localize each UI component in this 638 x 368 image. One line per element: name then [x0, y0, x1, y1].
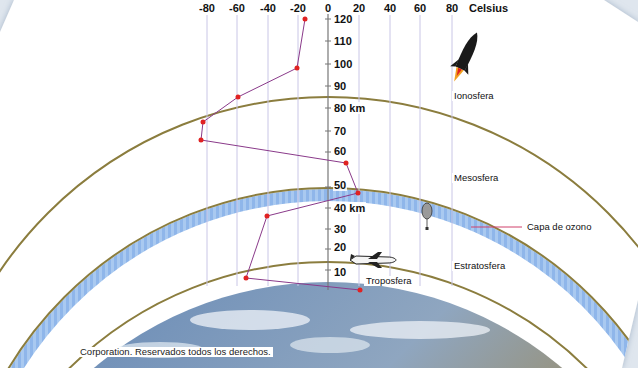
altitude-tick: 110 — [333, 35, 353, 48]
layer-boundary — [0, 262, 638, 368]
altitude-tick: 20 — [333, 241, 347, 254]
layer-boundary — [0, 97, 638, 368]
temperature-tick: -20 — [289, 2, 307, 15]
layer-name: Troposfera — [364, 276, 414, 287]
earth — [0, 282, 638, 368]
copyright-note: Corporation. Reservados todos los derech… — [78, 347, 273, 358]
altitude-tick: 120 — [333, 13, 353, 26]
gridlines — [207, 15, 452, 286]
temperature-curve — [201, 19, 360, 290]
altitude-tick: 30 — [333, 223, 347, 236]
plane-icon — [350, 252, 396, 268]
axis-ticks — [325, 19, 331, 270]
layer-name: Mesosfera — [452, 173, 500, 184]
temperature-tick: 40 — [383, 2, 397, 15]
layer-name: Ionosfera — [452, 91, 496, 102]
leader-line — [471, 227, 522, 228]
ozone-band — [0, 195, 638, 368]
altitude-tick: 60 — [333, 145, 347, 158]
layer-name: Estratosfera — [452, 261, 507, 272]
temperature-tick: 20 — [352, 2, 366, 15]
layer-name: Capa de ozono — [525, 222, 593, 233]
temperature-points — [199, 17, 363, 293]
altitude-tick: 80 km — [333, 102, 366, 115]
temperature-tick: 0 — [324, 2, 332, 15]
temperature-tick: -40 — [259, 2, 277, 15]
layer-boundary — [0, 188, 638, 368]
temperature-tick: 80 — [445, 2, 459, 15]
balloon-icon — [422, 203, 432, 230]
altitude-tick: 50 — [333, 179, 347, 192]
rocket-icon — [445, 28, 486, 85]
altitude-tick: 10 — [333, 266, 347, 279]
temperature-tick: 60 — [413, 2, 427, 15]
altitude-tick: 90 — [333, 80, 347, 93]
temperature-tick: -60 — [228, 2, 246, 15]
altitude-tick: 40 km — [333, 202, 366, 215]
altitude-tick: 100 — [333, 58, 353, 71]
altitude-tick: 70 — [333, 125, 347, 138]
temperature-tick: -80 — [198, 2, 216, 15]
axis-unit: Celsius — [468, 2, 509, 15]
